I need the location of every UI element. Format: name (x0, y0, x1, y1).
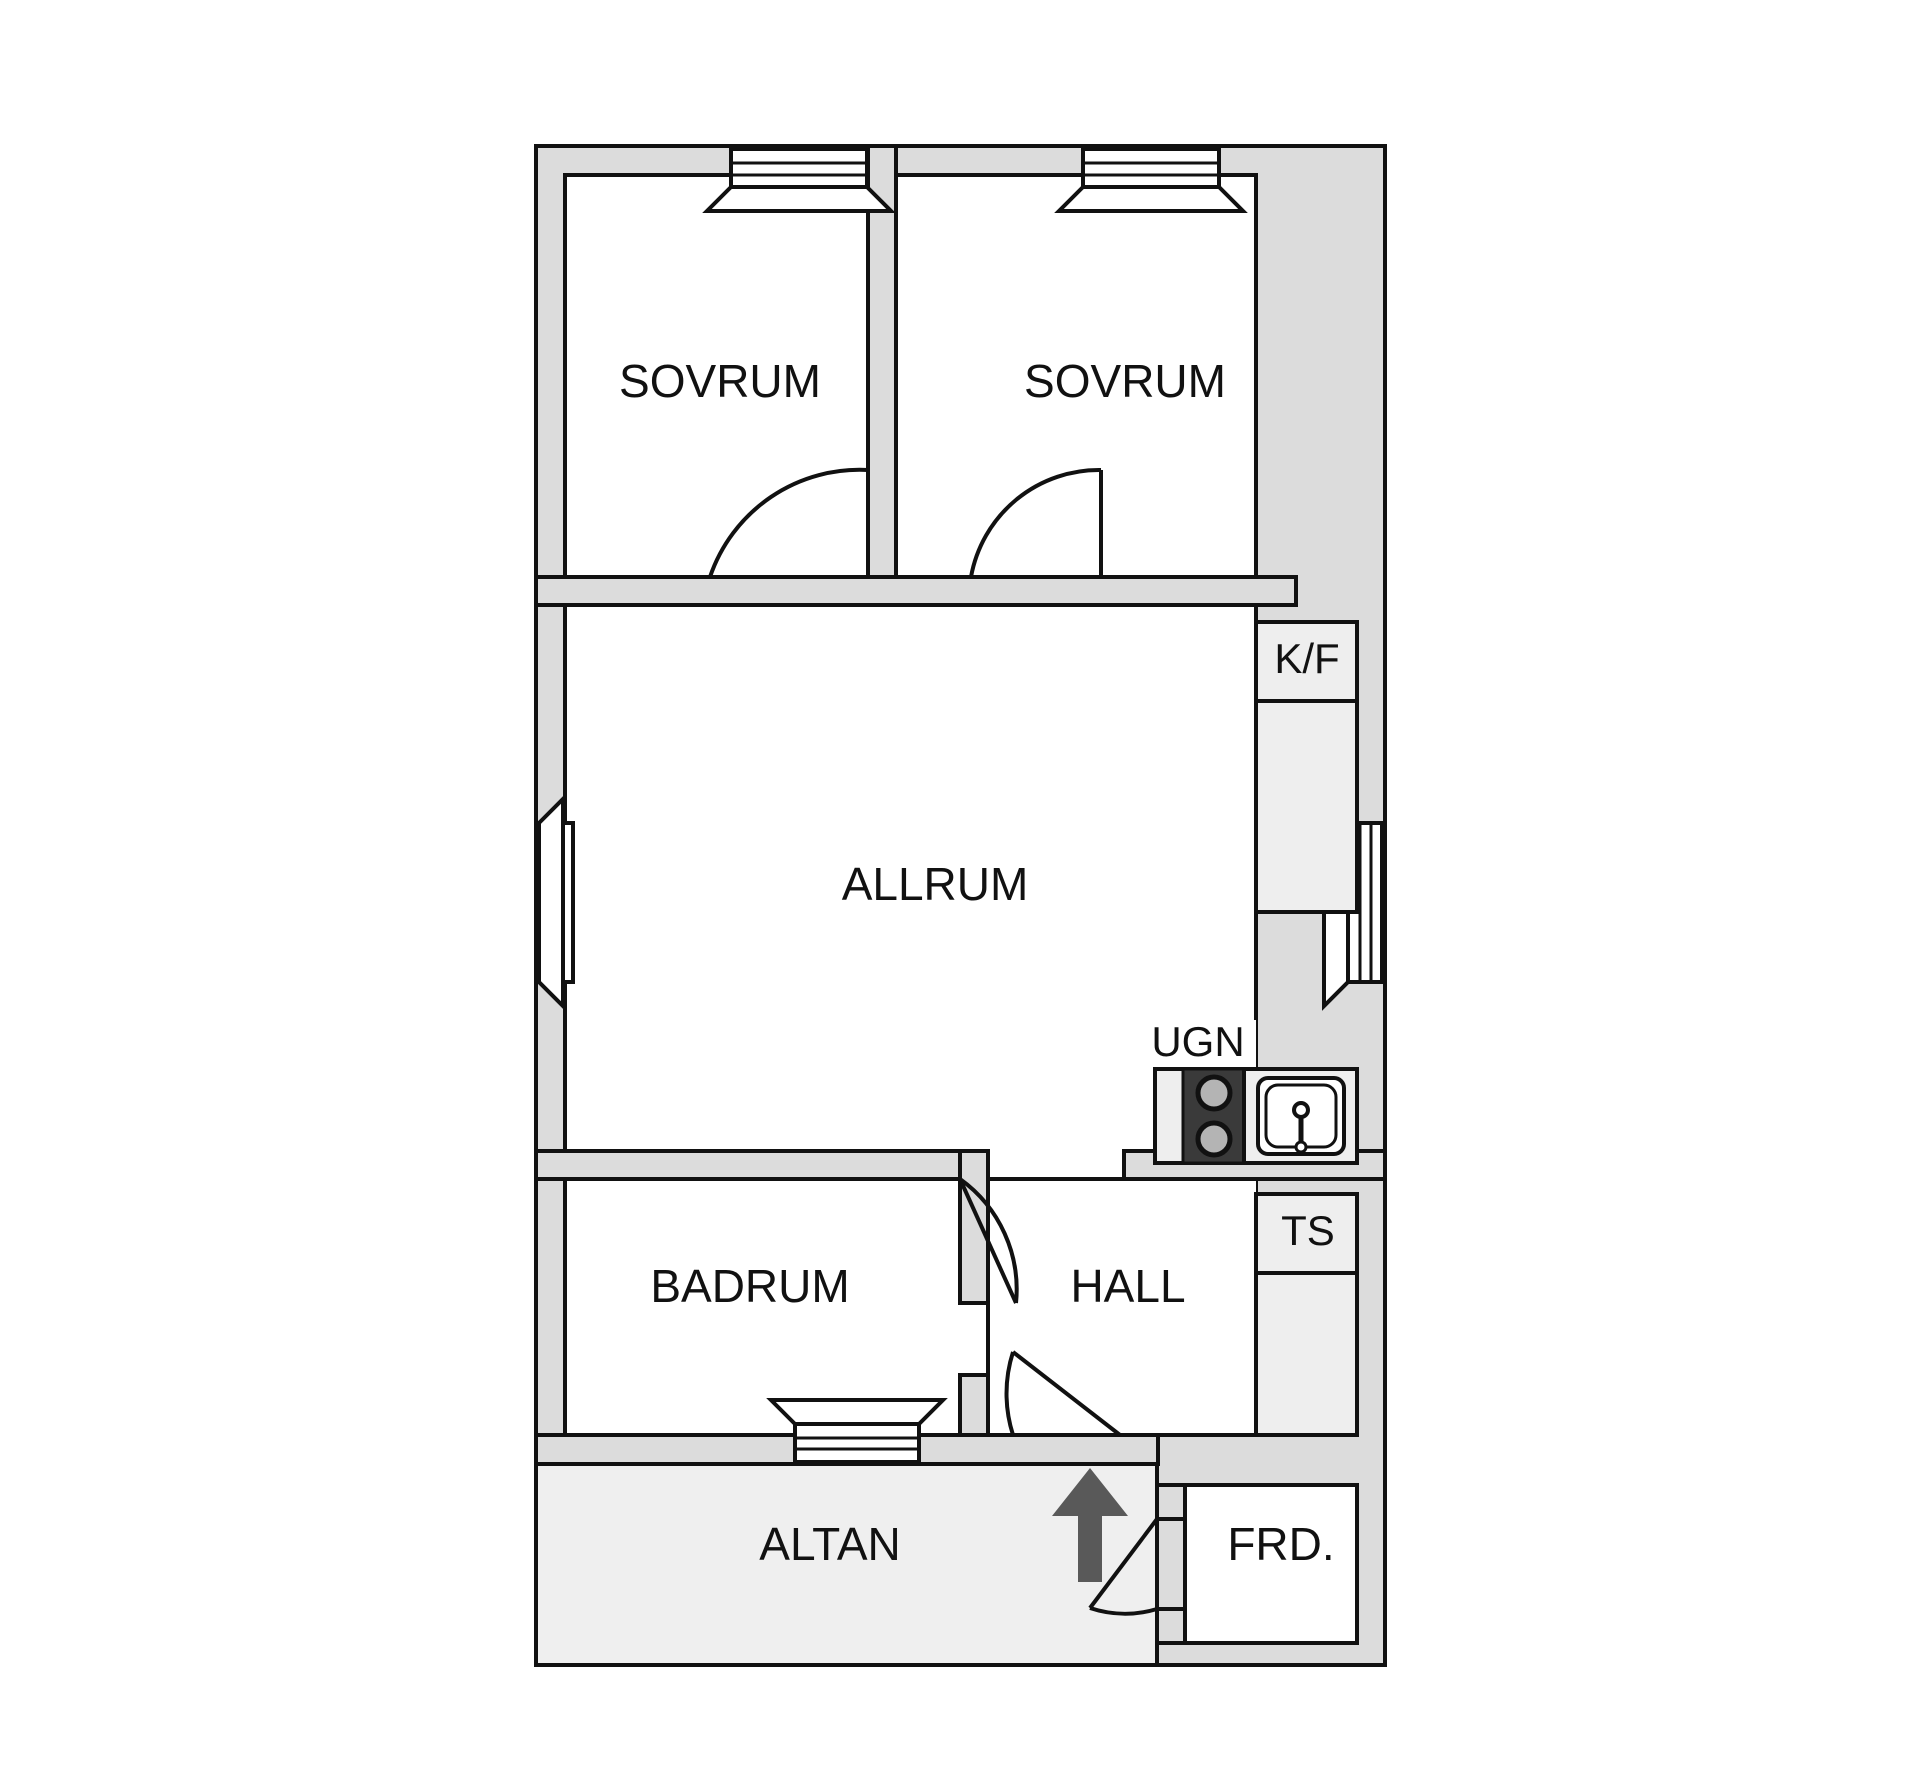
ts-upper-box (1254, 1192, 1359, 1275)
fridge-freezer-cabinet (1254, 620, 1359, 914)
door-badrum (958, 1177, 1019, 1304)
fixture-label-fridge-freezer: K/F (1274, 635, 1339, 682)
kitchen-group (1153, 620, 1359, 1437)
fixture-label-washer: TS (1281, 1207, 1335, 1254)
kf-upper-box (1254, 620, 1359, 703)
room-label-allrum: ALLRUM (842, 858, 1029, 910)
room-label-hall: HALL (1070, 1260, 1185, 1312)
window-badrum-south (766, 1398, 948, 1464)
fixture-label-oven: UGN (1151, 1018, 1244, 1065)
sink-unit (1242, 1067, 1359, 1165)
partition-bedrooms-allrum (534, 575, 1298, 607)
partition-allrum-badrum (534, 1149, 990, 1181)
door-frd-leaf (1088, 1517, 1159, 1610)
altan-slab (534, 1462, 1159, 1667)
partition-between-bedrooms (866, 144, 898, 607)
cavity-badrum (563, 1177, 990, 1437)
cavity-sovrum-left (563, 173, 870, 607)
entrance-arrow-icon (1052, 1468, 1128, 1582)
doors-group (708, 467, 1122, 1437)
kf-lower-box (1254, 699, 1359, 914)
windows-group (537, 147, 1384, 1464)
cavity-hall (986, 1177, 1258, 1437)
labels-group: SOVRUM SOVRUM ALLRUM BADRUM HALL ALTAN F… (619, 355, 1340, 1570)
door-sovrum-left (708, 467, 870, 578)
frd-cavity (1183, 1483, 1359, 1645)
room-label-altan: ALTAN (759, 1518, 900, 1570)
stove-unit (1153, 1067, 1246, 1165)
door-sovrum-right (969, 467, 1103, 578)
wall-structure (534, 144, 1387, 1667)
stove-burner-icon (1195, 1074, 1233, 1112)
faucet-head-icon (1292, 1101, 1310, 1119)
faucet-base-icon (1294, 1140, 1308, 1154)
frd-door-jamb-bottom (1155, 1607, 1187, 1645)
stove-burner-icon (1195, 1120, 1233, 1158)
room-label-sovrum-right: SOVRUM (1024, 355, 1226, 407)
room-label-badrum: BADRUM (650, 1260, 849, 1312)
room-label-sovrum-left: SOVRUM (619, 355, 821, 407)
door-frd-arc (1089, 1606, 1158, 1616)
room-label-frd: FRD. (1227, 1518, 1334, 1570)
terrace-altan (534, 1462, 1159, 1667)
window-sovrum-left (702, 147, 896, 213)
window-sovrum-right (1054, 147, 1248, 213)
window-allrum-west (537, 794, 575, 1011)
washer-cabinet (1254, 1192, 1359, 1437)
door-entry (1004, 1350, 1122, 1437)
frd-door-jamb-top (1155, 1483, 1187, 1521)
ts-lower-box (1254, 1271, 1359, 1437)
storage-frd (1088, 1483, 1359, 1645)
